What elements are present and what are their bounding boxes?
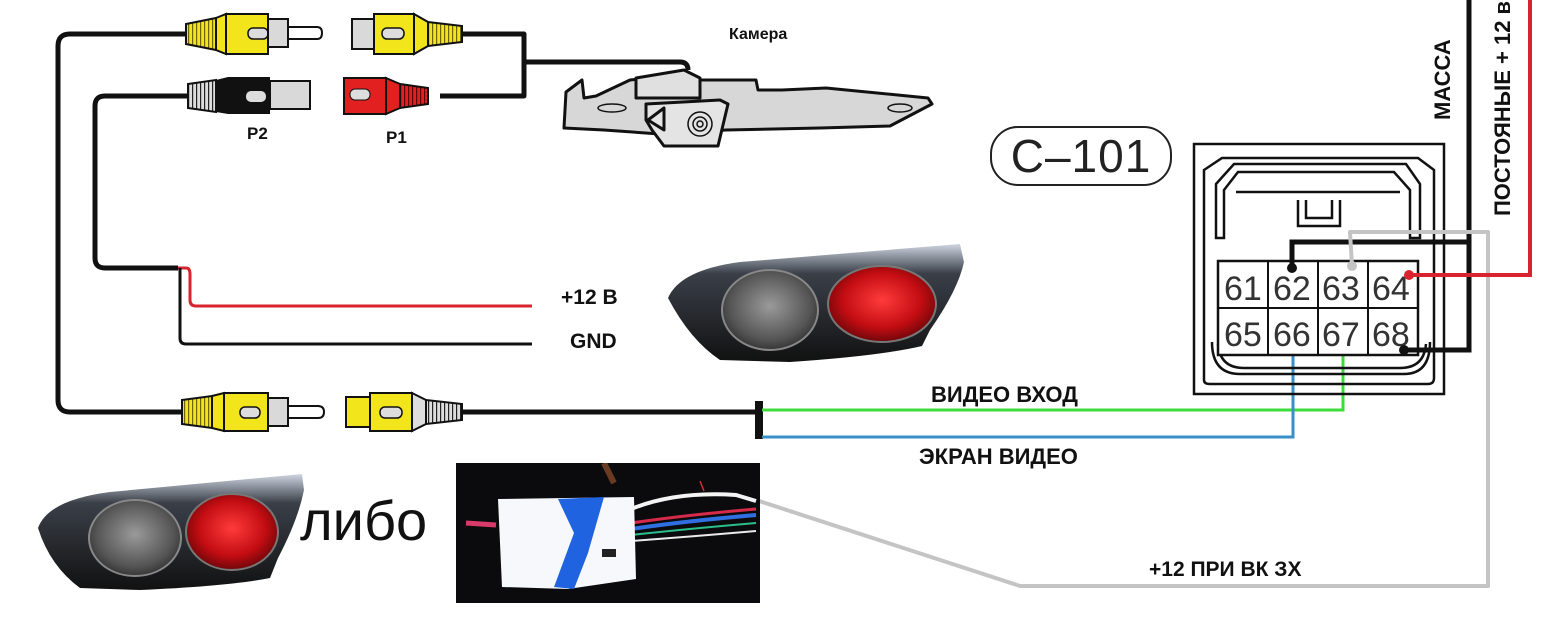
- ground-wires: [1289, 0, 1472, 353]
- connector-c101-housing: [1192, 142, 1446, 396]
- rca-plug-p1-red: [343, 76, 429, 116]
- pin-63: 63: [1322, 270, 1360, 308]
- pin-66: 66: [1273, 316, 1311, 354]
- pin-62-dot: [1287, 263, 1297, 273]
- pin-65: 65: [1224, 316, 1262, 354]
- camera-illustration: [562, 68, 934, 148]
- plus12-label: +12 В: [561, 286, 618, 309]
- camera-label: Камера: [729, 26, 788, 43]
- p2-label: P2: [247, 124, 268, 143]
- connector-pin-grid: 61 62 63 64 65 66 67 68: [1216, 259, 1420, 357]
- rca-plug-p2-black: [187, 77, 311, 114]
- constant-12v-wire: [1409, 0, 1532, 277]
- pin-67: 67: [1322, 316, 1360, 354]
- or-label: либо: [300, 489, 428, 552]
- rca-plug-yellow-male-bottom: [181, 391, 326, 433]
- pin-63-dot: [1347, 261, 1357, 271]
- ignition-label: +12 ПРИ ВК ЗХ: [1149, 558, 1302, 581]
- rca-plug-yellow-male-top: [185, 12, 324, 56]
- video-screen-label: ЭКРАН ВИДЕО: [919, 444, 1078, 469]
- ground-label: МАССА: [1430, 39, 1455, 120]
- power-wires: [178, 266, 532, 346]
- rca-plug-yellow-female-top: [351, 12, 463, 56]
- rca-plug-yellow-female-bottom: [345, 391, 463, 433]
- pin-68-dot: [1399, 345, 1409, 355]
- tail-light-lower: [38, 474, 304, 590]
- video-splice-bar: [755, 401, 763, 439]
- connector-photo: [456, 463, 760, 603]
- p1-label: P1: [386, 128, 407, 147]
- connector-title: C–101: [990, 126, 1172, 186]
- pin-64-dot: [1404, 270, 1414, 280]
- video-input-label: ВИДЕО ВХОД: [931, 382, 1078, 407]
- pin-62: 62: [1273, 270, 1311, 308]
- gnd-label: GND: [570, 330, 617, 353]
- ignition-wire: [755, 230, 1490, 588]
- camera-harness-wires: [55, 31, 760, 415]
- pin-64: 64: [1372, 270, 1410, 308]
- tail-light-upper: [668, 244, 964, 362]
- constant-12v-label: ПОСТОЯНЫЕ + 12 в: [1490, 0, 1515, 216]
- pin-61: 61: [1224, 270, 1262, 308]
